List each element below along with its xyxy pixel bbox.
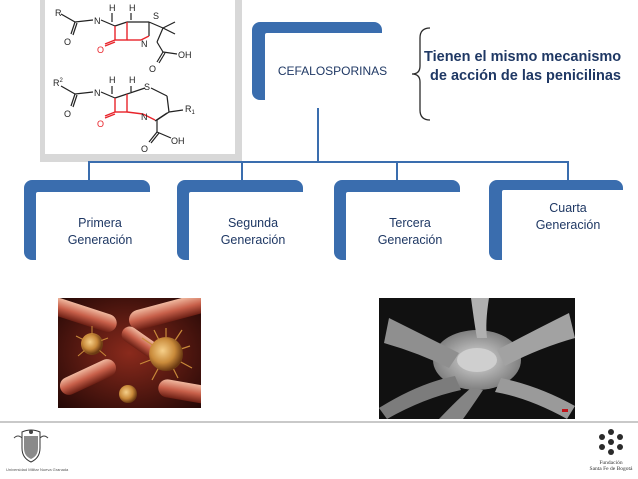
root-box: CEFALOSPORINAS xyxy=(265,33,400,109)
annotation-line-2: de acción de las penicilinas xyxy=(430,68,621,84)
o-label: O xyxy=(97,45,104,55)
connector-drop-3 xyxy=(396,161,398,181)
cephalosporin-structure xyxy=(60,85,184,144)
r2-label: R2 xyxy=(53,78,64,88)
s-label: S xyxy=(144,82,150,92)
gen-4-line2: Generación xyxy=(535,218,601,232)
gen-3-line1: Tercera xyxy=(389,216,431,230)
n-label: N xyxy=(141,39,148,49)
oh-label: OH xyxy=(178,50,192,60)
o-label: O xyxy=(141,144,148,154)
right-logo-line2: Santa Fe de Bogotá xyxy=(589,466,633,472)
penicillin-structure xyxy=(60,13,178,64)
h-label: H xyxy=(129,3,136,13)
gen-3-line2: Generación xyxy=(377,233,443,247)
bacteria-image xyxy=(58,298,201,408)
n-label: N xyxy=(94,16,101,26)
gen-4-line1: Cuarta xyxy=(549,201,587,215)
annotation-text: Tienen el mismo mecanismo de acción de l… xyxy=(424,48,621,86)
hands-image xyxy=(379,298,575,419)
right-logo-caption: Fundación Santa Fe de Bogotá xyxy=(584,460,638,472)
beta-lactam-ring-top xyxy=(104,22,150,47)
connector-drop-2 xyxy=(241,161,243,181)
s-label: S xyxy=(153,11,159,21)
gen-2-line2: Generación xyxy=(220,233,286,247)
o-label: O xyxy=(64,109,71,119)
root-label: CEFALOSPORINAS xyxy=(277,63,388,78)
right-logo xyxy=(596,427,626,457)
oh-label: OH xyxy=(171,136,185,146)
r1-label: R1 xyxy=(185,104,196,116)
annotation-line-1: Tienen el mismo mecanismo xyxy=(424,49,622,65)
footer-divider xyxy=(0,421,638,423)
connector-bar xyxy=(88,161,569,163)
connector-drop-1 xyxy=(88,161,90,181)
curly-brace-icon xyxy=(411,27,431,121)
gen-2-line1: Segunda xyxy=(227,216,279,230)
o-label: O xyxy=(149,64,156,74)
n-label: N xyxy=(94,88,101,98)
o-label: O xyxy=(64,37,71,47)
o-label: O xyxy=(97,119,104,129)
coat-of-arms-icon xyxy=(13,429,49,463)
h-label: H xyxy=(129,75,136,85)
left-logo-caption: Universidad Militar Nueva Granada xyxy=(6,467,69,472)
connector-trunk xyxy=(317,108,319,162)
h-label: H xyxy=(109,75,116,85)
gen-1-line1: Primera xyxy=(78,216,122,230)
snowflake-logo-icon xyxy=(599,429,623,455)
gen-1-line2: Generación xyxy=(67,233,133,247)
connector-drop-4 xyxy=(567,161,569,181)
h-label: H xyxy=(109,3,116,13)
right-logo-line1: Fundación xyxy=(599,460,623,466)
left-logo xyxy=(8,428,54,466)
r-label: R xyxy=(55,8,62,18)
chemical-structures-image: R O N H H S N O OH O xyxy=(45,0,235,154)
beta-lactam-ring-bottom xyxy=(104,94,156,121)
n-label: N xyxy=(141,112,148,122)
